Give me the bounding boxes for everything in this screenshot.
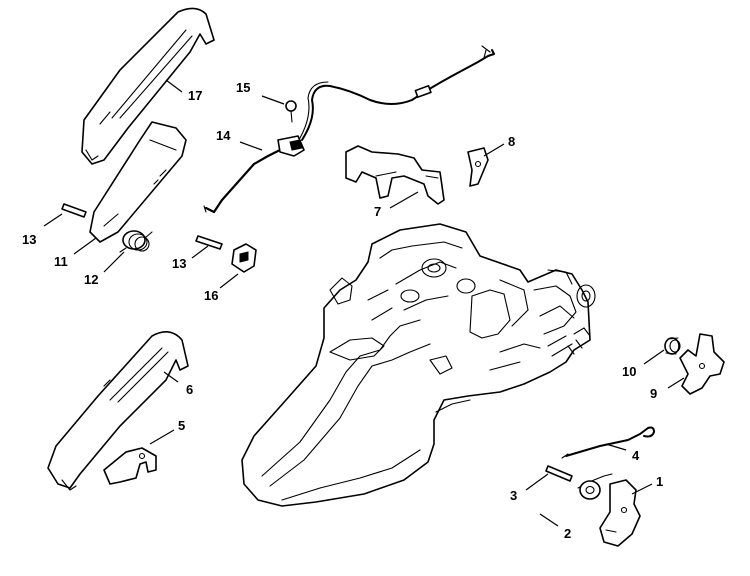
part-9-lever bbox=[679, 333, 725, 395]
part-8-interlock-lever bbox=[467, 147, 489, 187]
callout-3: 3 bbox=[510, 488, 517, 503]
callout-16: 15 bbox=[236, 80, 250, 95]
part-2-spring bbox=[577, 473, 613, 500]
part-4-spring-wire bbox=[561, 426, 655, 459]
part-13-pin-left bbox=[61, 203, 87, 218]
callout-15: 14 bbox=[216, 128, 231, 143]
part-10-bushing bbox=[664, 337, 681, 355]
callout-6: 6 bbox=[186, 382, 193, 397]
rear-handle-housing bbox=[241, 223, 596, 507]
callout-12: 12 bbox=[84, 272, 98, 287]
part-5-lockout-lever bbox=[103, 447, 157, 485]
part-17-handle-cover-upper bbox=[81, 7, 215, 165]
callout-7: 7 bbox=[374, 204, 381, 219]
part-12-torsion-spring bbox=[119, 230, 153, 253]
part-16-screw bbox=[285, 100, 297, 123]
callout-9: 9 bbox=[650, 386, 657, 401]
callout-13-left: 13 bbox=[22, 232, 36, 247]
callout-17: 17 bbox=[188, 88, 202, 103]
callout-1: 1 bbox=[656, 474, 663, 489]
callout-labels: 17 15 14 8 7 13 11 12 13 16 6 5 10 9 4 3… bbox=[22, 80, 663, 541]
part-13-pin-middle bbox=[195, 235, 223, 250]
callout-13-middle: 13 bbox=[172, 256, 186, 271]
throttle-cable bbox=[277, 45, 495, 157]
part-11-handle-grip bbox=[89, 121, 187, 243]
part-6-handle-cover-lower bbox=[47, 331, 189, 491]
callout-11: 11 bbox=[54, 254, 68, 269]
leader-lines bbox=[43, 79, 685, 527]
callout-14: 16 bbox=[204, 288, 218, 303]
part-14-clip bbox=[231, 243, 257, 273]
part-7-throttle-trigger bbox=[345, 145, 445, 205]
callout-2: 2 bbox=[564, 526, 571, 541]
part-15-throttle-rod bbox=[203, 148, 282, 214]
callout-8: 8 bbox=[508, 134, 515, 149]
part-3-pin bbox=[545, 465, 573, 482]
callout-4: 4 bbox=[632, 448, 640, 463]
callout-5: 5 bbox=[178, 418, 185, 433]
part-1-lever bbox=[599, 479, 641, 547]
callout-10: 10 bbox=[622, 364, 636, 379]
